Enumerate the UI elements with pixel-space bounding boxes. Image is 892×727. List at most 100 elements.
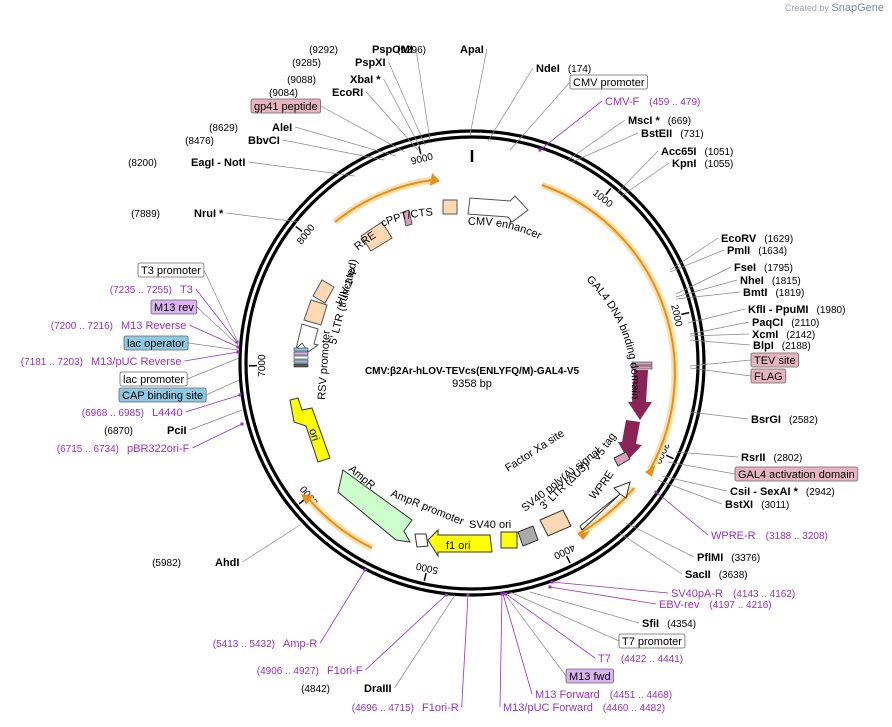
restriction-site[interactable]: PspXI <box>355 57 386 69</box>
restriction-site[interactable]: BmtI <box>743 287 767 299</box>
restriction-site[interactable]: MscI * <box>628 115 661 127</box>
restriction-site[interactable]: SacII <box>685 569 711 581</box>
restriction-site[interactable]: KpnI <box>672 158 696 170</box>
gp41-peptide-marker[interactable] <box>402 209 413 227</box>
feature-box-label[interactable]: CMV promoter <box>569 74 648 90</box>
restriction-site[interactable]: BbvCI <box>248 135 280 147</box>
sv40-polya-box[interactable] <box>517 525 539 547</box>
feature-box-label[interactable]: TEV site <box>750 352 799 368</box>
site-position: (2582) <box>789 415 818 426</box>
gal4-dbd-arrow-1[interactable] <box>628 370 652 420</box>
primer-label[interactable]: EBV-rev <box>659 599 700 611</box>
snapgene-credit: Created by SnapGene <box>785 2 884 14</box>
restriction-site[interactable]: ApaI <box>460 44 484 56</box>
feature-box-label[interactable]: gp41 peptide <box>250 98 322 114</box>
site-leader <box>394 594 456 689</box>
ltr3-box[interactable] <box>539 509 572 537</box>
feature-box-label[interactable]: M13 rev <box>150 299 198 315</box>
restriction-site[interactable]: SfiI <box>642 618 659 630</box>
gal4-dbd-arrow-2[interactable] <box>618 420 642 460</box>
restriction-site[interactable]: XbaI * <box>350 74 381 86</box>
site-position: (1795) <box>764 263 793 274</box>
primer-leader <box>319 569 366 644</box>
ori-arrow[interactable] <box>289 397 331 463</box>
cmv-enhancer-arrow[interactable] <box>467 195 529 223</box>
feature-box-label[interactable]: GAL4 activation domain <box>734 466 859 482</box>
primer-marker <box>236 345 240 349</box>
v5-tag-marker[interactable] <box>613 451 631 467</box>
primer-label[interactable]: M13/pUC Reverse <box>91 356 181 368</box>
restriction-site[interactable]: NdeI <box>536 63 560 75</box>
ampr-promoter-arrow[interactable] <box>414 533 429 548</box>
primer-marker <box>550 580 554 584</box>
primer-marker <box>654 490 658 494</box>
primer-label[interactable]: M13 Reverse <box>121 320 186 332</box>
feature-box-label[interactable]: T7 promoter <box>618 633 686 649</box>
site-leader <box>248 161 356 177</box>
primer-label[interactable]: F1ori-R <box>422 702 459 714</box>
primer-marker <box>548 585 552 589</box>
restriction-site[interactable]: KflI - PpuMI <box>748 304 809 316</box>
lac-feature-stack[interactable] <box>293 347 309 368</box>
restriction-site[interactable]: PspOMI <box>372 44 413 56</box>
primer-label[interactable]: L4440 <box>152 407 183 419</box>
site-position: (5982) <box>152 558 181 569</box>
restriction-site[interactable]: EcoRV <box>721 233 757 245</box>
primer-position: (4422 .. 4441) <box>621 654 683 665</box>
tev-flag-markers[interactable] <box>631 361 653 370</box>
cppt-cts-box[interactable] <box>442 199 458 215</box>
primer-leader <box>502 593 533 695</box>
primer-label[interactable]: F1ori-F <box>327 665 363 677</box>
primer-label[interactable]: WPRE-R <box>711 530 756 542</box>
primer-label[interactable]: CMV-F <box>605 96 640 108</box>
primer-leader <box>655 491 709 536</box>
rre-box[interactable] <box>360 221 393 252</box>
restriction-site[interactable]: PaqCI <box>752 317 783 329</box>
restriction-site[interactable]: RsrII <box>741 452 765 464</box>
restriction-site[interactable]: EagI - NotI <box>191 157 245 169</box>
ampr-arrow[interactable] <box>337 469 413 543</box>
f1-ori-arrow[interactable] <box>427 528 493 558</box>
restriction-site[interactable]: NruI * <box>194 208 224 220</box>
ltr5-box[interactable] <box>303 299 328 326</box>
restriction-site[interactable]: CsiI - SexAI * <box>730 486 799 498</box>
restriction-site[interactable]: XcmI <box>752 329 778 341</box>
feature-box-label[interactable]: FLAG <box>750 368 787 384</box>
feature-box <box>119 371 188 387</box>
primer-label[interactable]: M13/pUC Forward <box>503 702 593 714</box>
feature-leader <box>689 359 752 367</box>
restriction-site[interactable]: BstXI <box>725 499 753 511</box>
sv40-ori-box[interactable] <box>500 531 518 549</box>
primer-label[interactable]: Amp-R <box>283 638 317 650</box>
restriction-site[interactable]: DraIII <box>364 683 392 695</box>
feature-box-text: lac promoter <box>123 374 184 386</box>
primer-label[interactable]: T7 <box>598 653 611 665</box>
feature-box-label[interactable]: lac promoter <box>119 371 188 387</box>
restriction-site[interactable]: PflMI <box>697 552 723 564</box>
restriction-site[interactable]: FseI <box>734 262 756 274</box>
hiv1-psi-box[interactable] <box>312 279 335 304</box>
site-position: (8200) <box>128 158 157 169</box>
feature-box-label[interactable]: lac operator <box>123 335 189 351</box>
rsv-promoter-arrow[interactable] <box>295 323 320 353</box>
restriction-site[interactable]: BstEII <box>641 128 672 140</box>
wpre-arrow[interactable] <box>579 481 631 531</box>
restriction-site[interactable]: NheI <box>740 275 764 287</box>
primer-label[interactable]: pBR322ori-F <box>127 443 190 455</box>
primer-label[interactable]: T3 <box>180 284 193 296</box>
restriction-site[interactable]: Acc65I <box>661 146 696 158</box>
restriction-site[interactable]: EcoRI <box>332 87 363 99</box>
restriction-site[interactable]: PciI <box>167 425 187 437</box>
site-position: (1815) <box>772 276 801 287</box>
restriction-site[interactable]: AleI <box>272 122 292 134</box>
feature-box-label[interactable]: T3 promoter <box>137 262 205 278</box>
restriction-site[interactable]: BlpI <box>753 340 774 352</box>
restriction-site[interactable]: PmlI <box>727 245 750 257</box>
feature-box-label[interactable]: CAP binding site <box>118 387 207 403</box>
restriction-site[interactable]: AhdI <box>215 557 239 569</box>
feature-box-label[interactable]: M13 fwd <box>565 668 614 684</box>
primer-label[interactable]: SV40pA-R <box>671 588 723 600</box>
site-leader <box>675 266 732 295</box>
primer-label[interactable]: M13 Forward <box>535 689 600 701</box>
restriction-site[interactable]: BsrGI <box>751 414 781 426</box>
